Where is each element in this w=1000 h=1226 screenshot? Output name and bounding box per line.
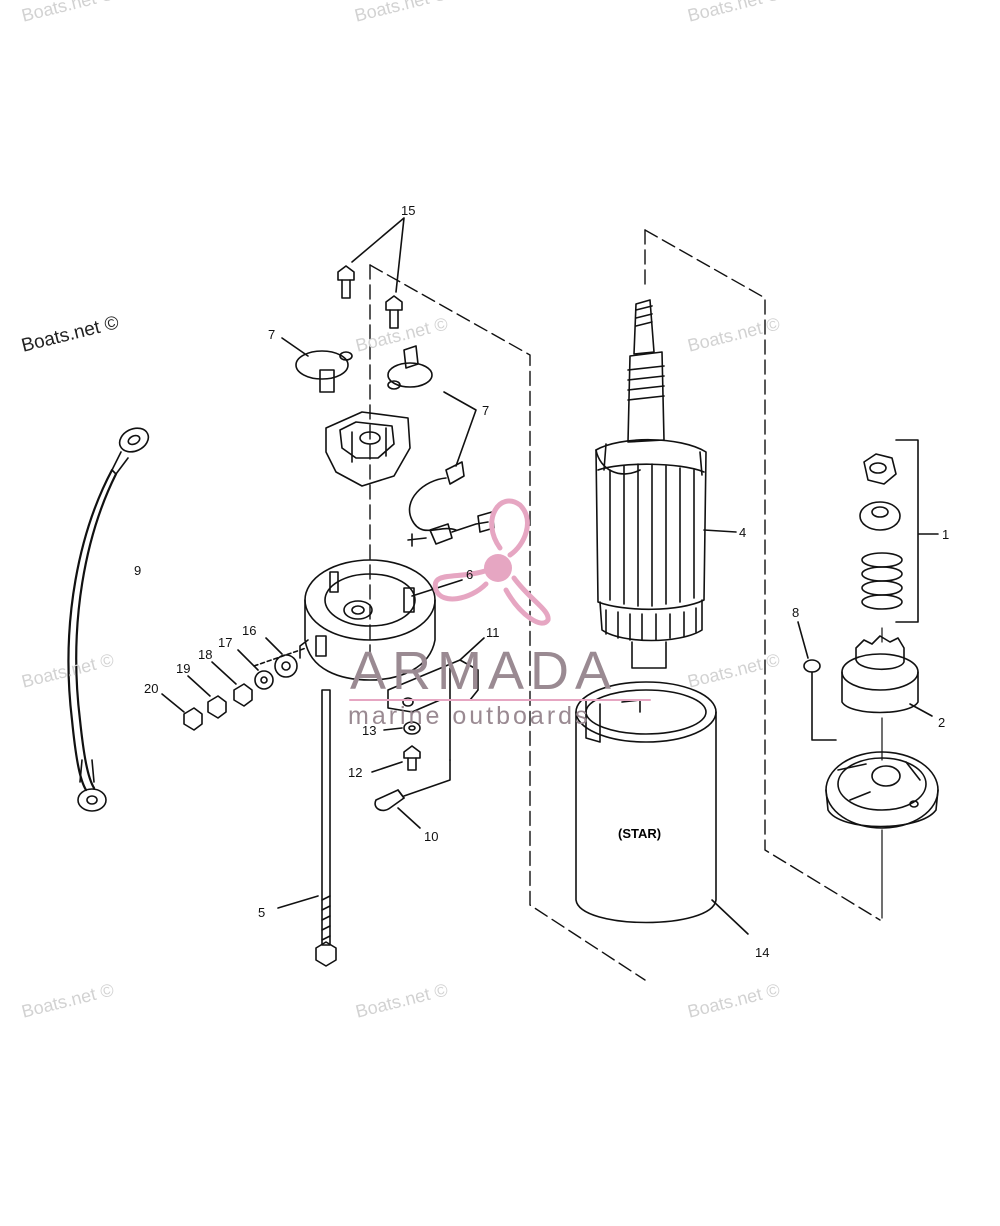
callout-14: 14: [755, 945, 770, 960]
callout-15: 15: [401, 203, 416, 218]
callout-11: 11: [486, 625, 500, 640]
screw-10: [374, 789, 405, 812]
leader-20: [161, 693, 185, 713]
bracket-1: [895, 439, 939, 623]
callout-17: 17: [218, 635, 233, 650]
leader-17: [237, 649, 259, 671]
callout-19: 19: [176, 661, 191, 676]
screw-15-left: [337, 265, 355, 299]
nut-13: [403, 721, 421, 735]
screw-12: [403, 745, 421, 771]
callout-13: 13: [362, 723, 377, 738]
end-cap-frame: [299, 559, 436, 681]
leader-14: [711, 899, 749, 935]
brand-name: ARMADA: [350, 641, 618, 701]
callout-12: 12: [348, 765, 363, 780]
leader-12: [371, 761, 403, 773]
leader-11: [459, 637, 485, 661]
screw-15-right: [385, 295, 403, 329]
callout-1: 1: [942, 527, 950, 542]
leader-7a: [281, 337, 309, 357]
callout-5: 5: [258, 905, 266, 920]
callout-18: 18: [198, 647, 213, 662]
drive-end-cap: [825, 751, 939, 829]
leader-4: [703, 529, 737, 533]
callout-4: 4: [739, 525, 747, 540]
callout-20: 20: [144, 681, 159, 696]
pinion-gear: [841, 635, 919, 714]
assembly-outline-left: [369, 264, 646, 981]
armature: [595, 299, 707, 669]
assembly-outline-right: [644, 229, 881, 921]
leader-2: [909, 703, 933, 717]
callout-7a: 7: [268, 327, 276, 342]
callout-9: 9: [134, 563, 142, 578]
leader-19: [187, 675, 211, 697]
drive-spring: [861, 552, 903, 610]
nut-8: [803, 659, 837, 741]
housing-label: (STAR): [618, 826, 662, 841]
retainer-nut: [863, 453, 897, 485]
leader-5: [277, 895, 319, 909]
brush-lead-wire: [407, 461, 495, 547]
callout-16: 16: [242, 623, 257, 638]
battery-cable: [67, 427, 150, 812]
callout-6: 6: [466, 567, 474, 582]
callout-10: 10: [424, 829, 439, 844]
leader-8: [797, 621, 809, 659]
callout-2: 2: [938, 715, 946, 730]
callout-7b: 7: [482, 403, 490, 418]
armada-logo-propeller: [432, 498, 551, 626]
brush-spring-clip-7b: [387, 345, 433, 390]
brush-spring-clip-7: [295, 350, 353, 393]
leader-16: [265, 637, 283, 655]
retainer-collar: [859, 501, 901, 531]
callout-8: 8: [792, 605, 800, 620]
frame-housing: [575, 681, 717, 924]
leader-13: [383, 727, 403, 731]
leader-7b: [443, 391, 477, 467]
brand-subtitle: marine outboards: [348, 702, 591, 730]
through-bolt: [315, 689, 337, 967]
leader-15: [351, 217, 405, 293]
leader-10: [397, 759, 451, 829]
brush-holder: [325, 411, 411, 487]
hardware-stack: [183, 647, 307, 731]
leader-18: [211, 661, 237, 685]
